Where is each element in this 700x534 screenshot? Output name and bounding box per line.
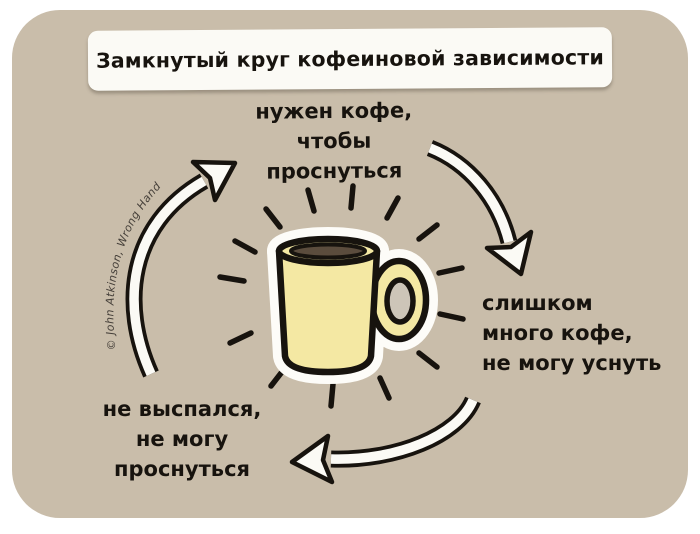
stage-line: чтобы <box>296 128 372 154</box>
comic-title: Замкнутый круг кофеиновой зависимости <box>95 45 605 73</box>
stage-line: не выспался, <box>102 397 262 421</box>
stage-line: проснуться <box>114 457 250 481</box>
stage-need-coffee: нужен кофе, чтобы проснуться <box>224 95 445 187</box>
title-box: Замкнутый круг кофеиновой зависимости <box>87 27 613 91</box>
stage-line: не могу уснуть <box>482 351 662 375</box>
stage-line: проснуться <box>266 158 403 184</box>
stage-line: не могу <box>135 427 229 451</box>
stage-line: нужен кофе, <box>255 98 413 124</box>
stage-line: много кофе, <box>482 321 633 345</box>
stage-line: слишком <box>482 291 593 315</box>
stage-underslept: не выспался, не могу проснуться <box>82 394 282 484</box>
stage-too-much-coffee: слишком много кофе, не могу уснуть <box>482 288 692 378</box>
